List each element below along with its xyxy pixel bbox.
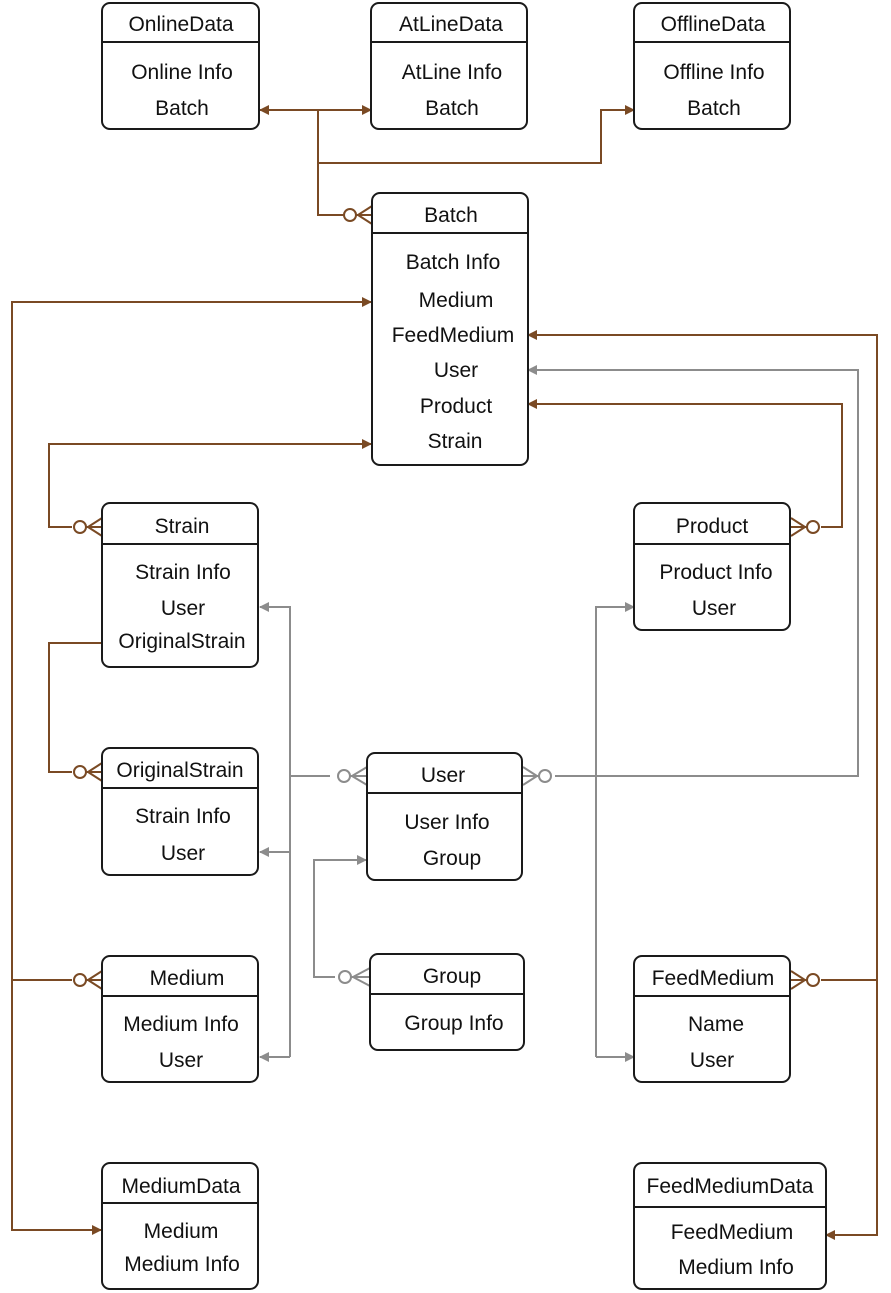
entity-atlinedata[interactable]: AtLineData AtLine Info Batch (370, 2, 528, 130)
connectors (11, 105, 878, 1240)
connector-medium-to-batch (11, 297, 372, 980)
crowsfoot-feedmedium-marker (790, 970, 820, 990)
entity-product[interactable]: Product Product Info User (633, 502, 791, 631)
entity-onlinedata-title: OnlineData (128, 13, 233, 36)
entity-user-title: User (421, 764, 465, 787)
entity-strain-field: OriginalStrain (118, 630, 245, 653)
entity-batch-field: Batch Info (406, 251, 501, 274)
connector-group-to-user (313, 855, 367, 978)
entity-atlinedata-field: AtLine Info (402, 61, 502, 84)
crowsfoot-strain-marker (73, 517, 103, 537)
entity-feedmediumdata-title: FeedMediumData (647, 1175, 814, 1198)
entity-product-field: User (692, 597, 736, 620)
entity-group[interactable]: Group Group Info (369, 953, 525, 1051)
connector-strain-to-batch (48, 439, 372, 528)
entity-batch[interactable]: Batch Batch Info Medium FeedMedium User … (371, 192, 529, 466)
entity-strain[interactable]: Strain Strain Info User OriginalStrain (101, 502, 259, 668)
entity-onlinedata[interactable]: OnlineData Online Info Batch (101, 2, 260, 130)
entity-feedmedium-field: User (690, 1049, 734, 1072)
crowsfoot-user-left-marker (337, 766, 368, 786)
entity-originalstrain-field: Strain Info (135, 805, 231, 828)
entity-product-field: Product Info (659, 561, 772, 584)
entity-group-title: Group (423, 965, 481, 988)
connector-product-to-batch (527, 399, 843, 528)
entity-offlinedata-field: Batch (687, 97, 741, 120)
crowsfoot-medium-marker (73, 970, 103, 990)
crowsfoot-user-right-marker (522, 766, 552, 786)
entity-feedmedium-title: FeedMedium (652, 967, 775, 990)
entity-medium[interactable]: Medium Medium Info User (101, 955, 259, 1083)
crowsfoot-group-marker (338, 967, 371, 987)
entity-feedmedium[interactable]: FeedMedium Name User (633, 955, 791, 1083)
entity-feedmedium-field: Name (688, 1013, 744, 1036)
connector-medium-to-mediumdata (11, 980, 102, 1235)
entity-offlinedata-field: Offline Info (663, 61, 764, 84)
entity-batch-field: Strain (428, 430, 483, 453)
entity-feedmediumdata-field: Medium Info (678, 1256, 794, 1279)
entity-feedmediumdata[interactable]: FeedMediumData FeedMedium Medium Info (633, 1162, 827, 1290)
entity-batch-title: Batch (424, 204, 478, 227)
entity-originalstrain-field: User (161, 842, 205, 865)
entity-batch-field: User (434, 359, 478, 382)
cardinality-markers (73, 205, 820, 990)
crowsfoot-originalstrain-marker (73, 762, 103, 782)
entity-onlinedata-field: Batch (155, 97, 209, 120)
connector-user-to-product (595, 602, 635, 1057)
entity-batch-field: Product (420, 395, 493, 418)
entity-mediumdata-field: Medium Info (124, 1253, 240, 1276)
entity-mediumdata-title: MediumData (121, 1175, 240, 1198)
entity-offlinedata[interactable]: OfflineData Offline Info Batch (633, 2, 791, 130)
crowsfoot-batch-marker (343, 205, 373, 225)
connector-feedmedium-to-batch (527, 330, 878, 981)
entity-atlinedata-title: AtLineData (399, 13, 503, 36)
connector-originalstrain-to-strain (48, 642, 101, 773)
entity-user[interactable]: User User Info Group (366, 752, 523, 881)
entity-feedmediumdata-field: FeedMedium (671, 1221, 794, 1244)
connector-user-to-strain (259, 602, 291, 1057)
entity-product-title: Product (676, 515, 749, 538)
connector-user-to-batch (527, 365, 859, 777)
entity-offlinedata-title: OfflineData (661, 13, 766, 36)
entity-medium-title: Medium (150, 967, 225, 990)
entity-group-field: Group Info (404, 1012, 503, 1035)
connector-batch-to-offlinedata (318, 105, 635, 164)
entity-strain-title: Strain (155, 515, 210, 538)
entity-medium-field: User (159, 1049, 203, 1072)
entity-batch-field: FeedMedium (392, 324, 515, 347)
connector-feedmedium-to-feedmediumdata (825, 980, 878, 1240)
entity-mediumdata-field: Medium (144, 1220, 219, 1243)
entity-strain-field: User (161, 597, 205, 620)
entity-atlinedata-field: Batch (425, 97, 479, 120)
entity-mediumdata[interactable]: MediumData Medium Medium Info (101, 1162, 259, 1290)
entity-onlinedata-field: Online Info (131, 61, 233, 84)
entity-batch-field: Medium (419, 289, 494, 312)
entity-strain-field: Strain Info (135, 561, 231, 584)
entity-user-field: Group (423, 847, 481, 870)
entity-user-field: User Info (404, 811, 489, 834)
entity-originalstrain[interactable]: OriginalStrain Strain Info User (101, 747, 259, 876)
crowsfoot-product-marker (790, 517, 820, 537)
entity-medium-field: Medium Info (123, 1013, 239, 1036)
entity-originalstrain-title: OriginalStrain (116, 759, 243, 782)
